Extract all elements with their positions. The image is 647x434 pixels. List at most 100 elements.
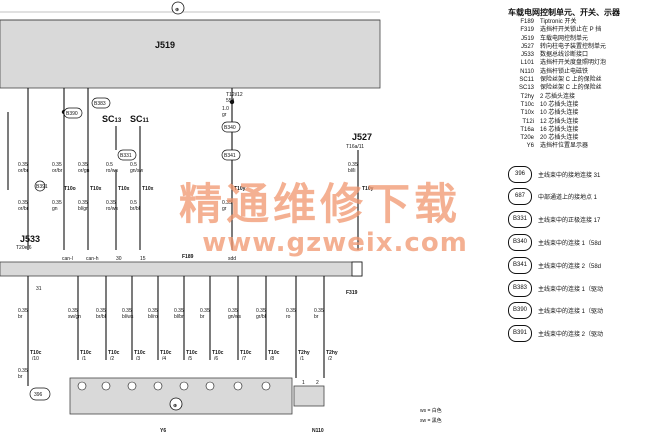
svg-text:T10c: T10c [134,350,146,356]
connection-text: 主线束中的连接 1（驱动 [538,286,604,293]
svg-text:br: br [18,314,23,320]
connection-text: 主线束中的连接 1（驱动 [538,309,604,316]
svg-text:55d: 55d [226,98,235,104]
svg-text:T10x: T10x [90,186,102,192]
svg-text:/5: /5 [188,356,192,362]
legend-text: 选挡杆锁止电磁铁 [540,68,589,75]
svg-text:gn/sw: gn/sw [130,168,143,174]
svg-text:0.35: 0.35 [174,308,184,314]
svg-text:0.35: 0.35 [68,308,78,314]
svg-text:31: 31 [36,286,42,292]
svg-text:bl/ro: bl/ro [148,314,158,320]
svg-text:F319: F319 [346,290,358,296]
connection-oval: B390 [508,302,532,320]
legend-text: 转向柱电子装置控制单元 [540,43,607,50]
svg-text:/8: /8 [270,356,274,362]
svg-text:bl/br: bl/br [174,314,184,320]
svg-text:⊕: ⊕ [173,403,177,409]
svg-text:can-h: can-h [86,256,99,262]
svg-text:396: 396 [34,392,43,398]
svg-text:0.35: 0.35 [52,162,62,168]
mid-connector-row: B391 T10o T10x T10x T10x T10y T10y 0.35o… [18,180,374,212]
svg-text:/1: /1 [300,356,304,362]
legend-text: 10 芯插头连接 [540,110,579,117]
connection-oval: B341 [508,256,532,274]
svg-text:15: 15 [140,256,146,262]
svg-text:T2hy: T2hy [326,350,338,356]
svg-text:sw = 黑色: sw = 黑色 [420,417,442,424]
connection-text: 主线束中的连接 1（58d [538,241,602,248]
legend-text: 12 芯插头连接 [540,118,579,125]
svg-text:can-l: can-l [62,256,73,262]
svg-text:/2: /2 [110,356,114,362]
svg-text:ro/ws: ro/ws [106,168,118,174]
legend-text: 车载电网控制单元 [540,35,589,42]
svg-text:T2hy: T2hy [298,350,310,356]
svg-text:T10y: T10y [362,186,374,192]
top-wires [27,88,359,250]
svg-text:bl/li: bl/li [348,168,356,174]
svg-text:B340: B340 [224,125,236,131]
j519-module-band [0,19,381,89]
svg-text:sdd: sdd [228,256,236,262]
watermark-chinese: 精通维修下载 [179,180,461,230]
legend-text: 16 芯插头连接 [540,126,579,133]
svg-text:F189: F189 [182,254,194,260]
wiring-diagram: ⊕ J519 B383 B390 B331 B340 B341 SC13 SC1… [0,1,442,434]
svg-text:J527: J527 [352,132,372,142]
svg-text:B331: B331 [120,153,132,159]
svg-text:0.35: 0.35 [18,368,28,374]
svg-text:0.5: 0.5 [130,200,137,206]
bottom-wires [27,276,325,386]
svg-text:br: br [18,374,23,380]
legend-text: 选挡杆开关度盘照明灯泡 [540,60,607,67]
svg-text:or/br: or/br [52,168,63,174]
legend-text: Tiptronic 开关 [540,19,577,25]
svg-text:T10y: T10y [234,186,246,192]
svg-text:0.35: 0.35 [348,162,358,168]
legend-text: 选挡杆开关锁止在 P 挡 [540,27,602,34]
watermark-url: www.gzweix.com [202,228,468,258]
svg-text:B341: B341 [224,153,236,159]
legend-connection: B340 主线束中的连接 1（58d [508,231,647,254]
legend-title: 车载电网控制单元、开关、示器 [508,8,620,17]
svg-text:B383: B383 [94,101,106,107]
j519-label: J519 [155,40,175,50]
legend-code: F189 [520,19,534,25]
svg-text:br/bl: br/bl [130,206,140,212]
svg-text:T16a/11: T16a/11 [346,144,364,150]
legend-text: 2 芯插头连接 [540,93,576,100]
svg-text:br/bl: br/bl [96,314,106,320]
connection-oval: B340 [508,234,532,252]
svg-text:Y6: Y6 [160,428,166,434]
legend-item: T16a 16 芯插头连接 [508,126,647,134]
legend-text: 选挡杆位置显示器 [540,143,589,150]
legend-code: N110 [520,68,534,75]
legend-code: T2hy [520,93,534,100]
legend-code: T16a [520,126,534,133]
svg-text:T20e/6: T20e/6 [16,245,32,251]
svg-text:bl/gn: bl/gn [78,206,89,212]
svg-text:T10c: T10c [30,350,42,356]
svg-text:T10c: T10c [240,350,252,356]
svg-text:/1: /1 [82,356,86,362]
legend-connection: B390 主线束中的连接 1（驱动 [508,300,647,323]
legend-code: T10x [520,110,534,117]
connection-text: 中部通道上的接地点 1 [538,195,598,202]
svg-text:0.35: 0.35 [228,308,238,314]
svg-text:T10c: T10c [160,350,172,356]
svg-text:0.35: 0.35 [200,308,210,314]
